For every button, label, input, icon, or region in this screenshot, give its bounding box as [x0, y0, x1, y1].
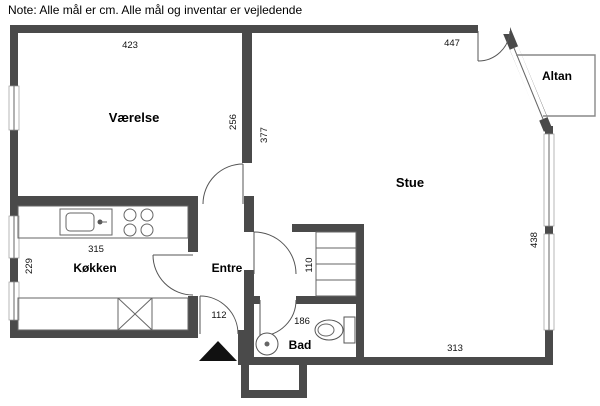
toilet [314, 316, 356, 344]
door-arc-vaerelse [202, 163, 244, 205]
burner [140, 208, 154, 222]
door-swing-arc [152, 254, 194, 296]
wardrobe-cabinets [315, 231, 357, 297]
wall-segment [241, 390, 307, 398]
wall-segment [240, 357, 553, 365]
window [8, 281, 20, 321]
door-arc-bad [259, 299, 297, 337]
toilet-bowl-inner [317, 323, 335, 337]
door-opening [478, 24, 510, 34]
sink-outline [59, 208, 113, 236]
door-arc-altan [477, 24, 511, 62]
dim-stue-depth-right: 438 [529, 232, 540, 248]
window [8, 215, 20, 259]
kitchen-counter-top [17, 205, 189, 239]
door-swing-arc [259, 299, 297, 337]
window-glass-line [513, 47, 544, 120]
wall-segment [188, 296, 198, 330]
door-swing-arc [202, 163, 244, 205]
wall-segment [244, 296, 260, 304]
window [543, 233, 555, 331]
door-arc-entrance [199, 295, 239, 335]
walls [10, 25, 553, 398]
sink-bowl [65, 212, 95, 232]
balcony-railing [516, 54, 596, 117]
room-label-bad: Bad [289, 338, 312, 352]
appliance-outline [117, 297, 153, 331]
window [8, 85, 20, 131]
wall-segment [188, 206, 198, 252]
dim-stue-bottom-width: 313 [447, 343, 463, 354]
dim-vaerelse-width: 423 [122, 40, 138, 51]
kitchen-sink [59, 208, 113, 236]
window-diagonal [509, 46, 548, 121]
burner [123, 223, 137, 237]
wall-segment [241, 365, 249, 398]
appliance-cross-line [117, 297, 153, 331]
appliance-dishwasher [117, 297, 153, 331]
dim-stue-depth-left: 377 [259, 127, 270, 143]
window [543, 133, 555, 227]
dim-garderobe-depth: 110 [304, 257, 315, 272]
toilet-bowl [314, 319, 344, 341]
dim-koekken-width: 315 [88, 244, 104, 255]
door-swing-arc [199, 295, 239, 335]
dim-vaerelse-depth: 256 [228, 114, 239, 130]
room-label-altan: Altan [542, 69, 572, 83]
wall-segment [292, 224, 364, 232]
room-label-vaerelse: Værelse [109, 110, 160, 125]
burner [123, 208, 137, 222]
stove-burners [123, 208, 154, 237]
room-labels: Værelse Stue Altan Køkken Entre Bad [73, 69, 572, 352]
wall-segment [10, 196, 198, 206]
note-text: Note: Alle mål er cm. Alle mål og invent… [8, 3, 303, 17]
door-arc-koekken [152, 254, 194, 296]
door-arc-stue [253, 231, 297, 275]
room-label-stue: Stue [396, 175, 424, 190]
wall-segment [10, 25, 18, 338]
windows [8, 46, 555, 331]
wall-segment [299, 365, 307, 398]
bathroom-fixtures [255, 316, 356, 356]
doors [152, 24, 511, 337]
dim-stue-width: 447 [444, 38, 460, 49]
room-label-entre: Entre [212, 261, 243, 275]
wall-segment [244, 270, 254, 365]
wall-segment [244, 196, 254, 232]
dim-bad-width: 186 [294, 316, 310, 327]
wall-segment [10, 330, 198, 338]
toilet-tank [343, 316, 356, 344]
dimension-labels: 423 447 256 377 438 315 229 112 110 186 … [24, 38, 540, 354]
door-swing-arc [253, 231, 297, 275]
washbasin-drain [264, 341, 270, 347]
wall-segment [242, 33, 252, 163]
room-label-koekken: Køkken [73, 261, 116, 275]
dim-koekken-depth: 229 [24, 258, 35, 274]
wall-segment [356, 224, 364, 365]
door-swing-arc [477, 30, 511, 62]
kitchen-counter-bottom [17, 297, 189, 331]
entrance-arrow-icon [199, 341, 237, 361]
kitchen-fixtures [17, 205, 189, 331]
balcony-outline [516, 54, 596, 117]
wall-segment [238, 330, 248, 365]
burner [140, 223, 154, 237]
dim-entre-width: 112 [211, 310, 226, 321]
wall-segment [10, 25, 510, 33]
washbasin [255, 332, 279, 356]
wall-segment [296, 296, 364, 304]
